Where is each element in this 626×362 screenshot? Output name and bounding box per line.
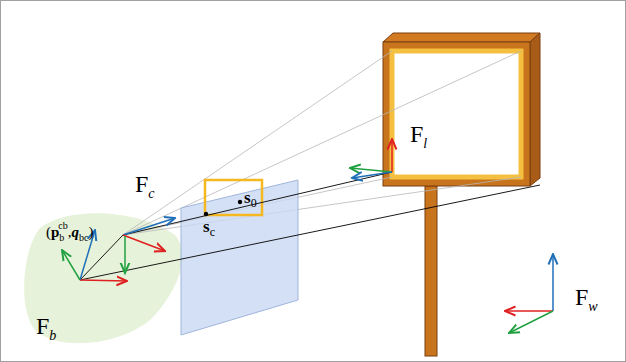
frame-label: Fl [410, 122, 427, 151]
frame-label: Fc [135, 172, 155, 201]
board-side [530, 33, 540, 186]
point-label: sc [203, 218, 215, 238]
sign-pole [425, 186, 437, 356]
board-top [383, 33, 540, 42]
image-plane [181, 180, 298, 335]
point-label: s0 [244, 189, 257, 209]
world-axes [505, 254, 553, 333]
point-s0 [238, 200, 242, 204]
frame-label: Fb [36, 314, 56, 343]
camera-axes [123, 218, 175, 273]
body-region [24, 213, 182, 343]
landmark-axes [350, 139, 392, 178]
detection-box [205, 180, 262, 215]
pose-label: (pbcb, qbc) [46, 221, 94, 243]
landmark-face [392, 51, 521, 177]
sign-board [383, 42, 530, 186]
frame-links [80, 172, 540, 280]
frame-label: Fw [575, 285, 598, 314]
